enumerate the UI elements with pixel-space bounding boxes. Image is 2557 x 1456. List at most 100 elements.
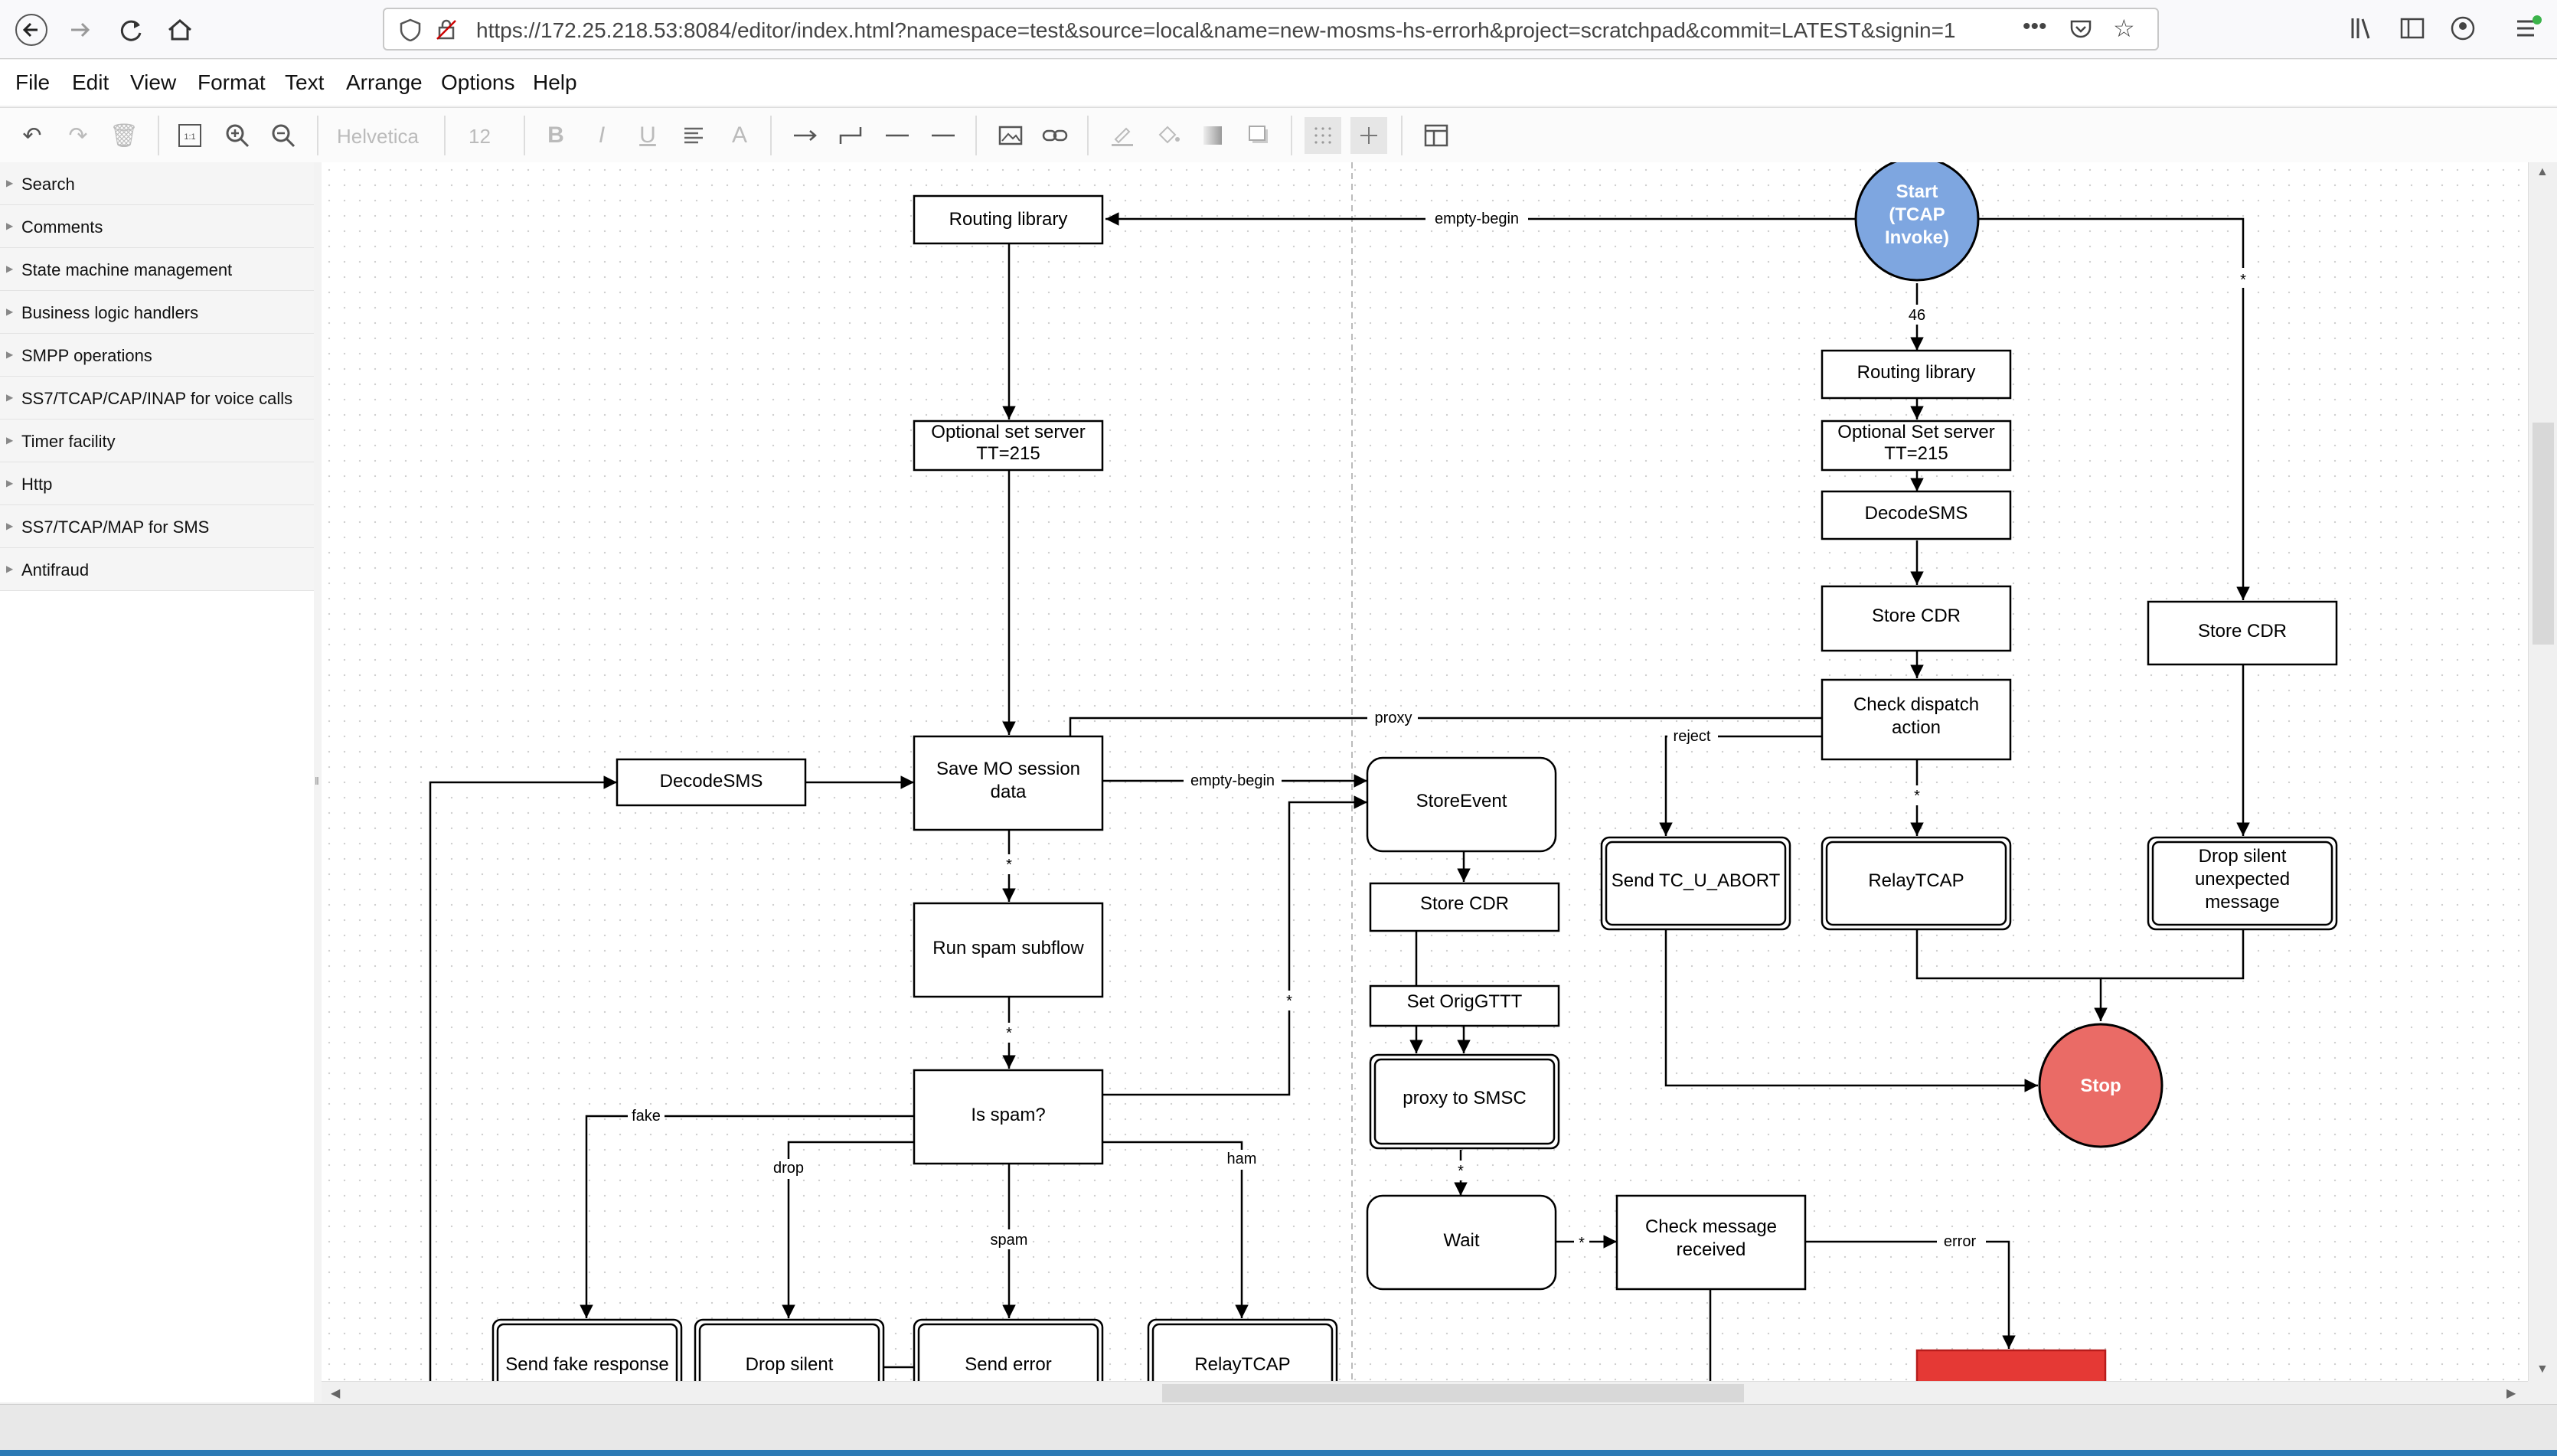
gradient-icon[interactable]: [1194, 117, 1231, 154]
sidebar-category-http[interactable]: ▶Http: [0, 462, 314, 505]
line-start-icon[interactable]: [879, 117, 916, 154]
hamburger-menu-icon[interactable]: [2514, 15, 2542, 45]
vertical-scroll-thumb[interactable]: [2533, 423, 2554, 645]
node-drop-silent[interactable]: Drop silent: [694, 1318, 885, 1381]
sidebar-category-comments[interactable]: ▶Comments: [0, 205, 314, 248]
bold-button[interactable]: B: [547, 122, 564, 148]
node-decodesms-left[interactable]: DecodeSMS: [616, 758, 807, 807]
node-stop[interactable]: Stop: [2038, 1023, 2163, 1148]
vertical-scrollbar[interactable]: ▲ ▼: [2528, 162, 2557, 1381]
node-routing-library[interactable]: Routing library: [913, 194, 1104, 245]
scroll-up-icon[interactable]: ▲: [2536, 165, 2549, 178]
font-family-select[interactable]: Helvetica: [337, 125, 419, 148]
sidebar-category-smpp[interactable]: ▶SMPP operations: [0, 334, 314, 377]
line-color-icon[interactable]: [1104, 117, 1141, 154]
node-store-event[interactable]: StoreEvent: [1366, 756, 1557, 853]
node-is-spam[interactable]: Is spam?: [913, 1069, 1104, 1165]
underline-button[interactable]: U: [639, 122, 656, 148]
menu-view[interactable]: View: [130, 70, 177, 94]
menu-help[interactable]: Help: [533, 70, 577, 94]
undo-icon[interactable]: ↶: [22, 122, 42, 149]
bookmark-star-icon[interactable]: ☆: [2113, 15, 2135, 42]
url-bar[interactable]: https://172.25.218.53:8084/editor/index.…: [383, 8, 2159, 51]
menu-text[interactable]: Text: [285, 70, 325, 94]
grid-toggle-icon[interactable]: [1305, 117, 1341, 154]
format-panel-toggle-icon[interactable]: [1418, 117, 1455, 154]
font-size-input[interactable]: 12: [469, 125, 491, 148]
insert-link-icon[interactable]: [1037, 117, 1073, 154]
sidebar-category-antifraud[interactable]: ▶Antifraud: [0, 548, 314, 591]
sidebar-category-timer[interactable]: ▶Timer facility: [0, 419, 314, 462]
back-icon[interactable]: [11, 9, 52, 51]
pocket-icon[interactable]: [2069, 17, 2093, 45]
node-set-orig-gttt[interactable]: Set OrigGTTT: [1369, 984, 1560, 1027]
scroll-right-icon[interactable]: ▶: [2506, 1387, 2516, 1400]
edge-is-spam-loop[interactable]: [1102, 795, 1367, 1096]
waypoints-icon[interactable]: [833, 117, 870, 154]
account-icon[interactable]: [2450, 15, 2476, 45]
node-send-tc-u-abort[interactable]: Send TC_U_ABORT: [1600, 836, 1791, 931]
delete-icon[interactable]: 🗑: [109, 122, 139, 149]
node-optional-set-server-right[interactable]: Optional Set server TT=215: [1821, 419, 2012, 472]
sidebar-category-state-machine[interactable]: ▶State machine management: [0, 248, 314, 291]
sidebar-resize-handle[interactable]: ‖: [314, 162, 322, 1402]
node-drop-silent-unexpected[interactable]: Drop silent unexpected message: [2147, 836, 2338, 931]
menu-arrange[interactable]: Arrange: [346, 70, 423, 94]
edge-abort-to-stop[interactable]: [1664, 929, 2038, 1092]
scroll-down-icon[interactable]: ▼: [2536, 1363, 2549, 1376]
menu-edit[interactable]: Edit: [72, 70, 109, 94]
sidebar-category-ss7-sms[interactable]: ▶SS7/TCAP/MAP for SMS: [0, 505, 314, 548]
guides-toggle-icon[interactable]: [1350, 117, 1387, 154]
node-wait[interactable]: Wait: [1366, 1194, 1557, 1291]
node-decodesms-right[interactable]: DecodeSMS: [1821, 490, 2012, 540]
node-check-dispatch-action[interactable]: Check dispatch action: [1821, 678, 2012, 761]
italic-button[interactable]: I: [598, 122, 606, 148]
shadow-icon[interactable]: [1240, 117, 1277, 154]
zoom-out-icon[interactable]: [265, 117, 302, 154]
insert-image-icon[interactable]: [992, 117, 1029, 154]
edge-feedback-to-decodesms[interactable]: [429, 775, 617, 1381]
node-proxy-to-smsc[interactable]: proxy to SMSC: [1369, 1053, 1560, 1150]
edge-relay-to-stop[interactable]: [1915, 929, 2108, 1021]
node-save-mo-session[interactable]: Save MO session data: [913, 735, 1104, 831]
menu-format[interactable]: Format: [198, 70, 266, 94]
menu-options[interactable]: Options: [441, 70, 515, 94]
menu-file[interactable]: File: [15, 70, 51, 94]
node-start[interactable]: Start (TCAP Invoke): [1854, 162, 1980, 282]
node-send-error[interactable]: Send error: [913, 1318, 1104, 1381]
page-actions-icon[interactable]: •••: [2023, 14, 2047, 39]
edge-check-dispatch-reject[interactable]: [1659, 735, 1822, 836]
horizontal-scrollbar[interactable]: ◀ ▶: [322, 1381, 2528, 1405]
node-store-cdr-center[interactable]: Store CDR: [1369, 882, 1560, 932]
library-icon[interactable]: [2349, 15, 2375, 45]
zoom-in-icon[interactable]: [219, 117, 256, 154]
connection-straight-icon[interactable]: [787, 117, 824, 154]
edge-check-message-error[interactable]: [1804, 1240, 2016, 1349]
line-end-icon[interactable]: [925, 117, 962, 154]
node-routing-library-right[interactable]: Routing library: [1821, 349, 2012, 400]
sidebar-toggle-icon[interactable]: [2399, 15, 2425, 45]
edge-drop-unexpected-to-stop[interactable]: [2101, 929, 2245, 980]
sidebar-category-business-logic[interactable]: ▶Business logic handlers: [0, 291, 314, 334]
node-send-fake-response[interactable]: Send fake response: [491, 1318, 683, 1381]
sidebar-category-search[interactable]: ▶Search: [0, 162, 314, 205]
edge-is-spam-drop[interactable]: [782, 1141, 914, 1318]
horizontal-scroll-thumb[interactable]: [1162, 1384, 1744, 1402]
node-optional-set-server[interactable]: Optional set server TT=215: [913, 419, 1104, 472]
scroll-left-icon[interactable]: ◀: [331, 1387, 341, 1400]
node-check-message-received[interactable]: Check message received: [1615, 1194, 1807, 1291]
edge-check-dispatch-proxy[interactable]: [1069, 717, 1822, 736]
node-error-handler[interactable]: [1915, 1349, 2107, 1381]
reload-icon[interactable]: [110, 9, 152, 51]
node-run-spam-subflow[interactable]: Run spam subflow: [913, 902, 1104, 998]
edge-start-to-store-cdr-far[interactable]: [1978, 217, 2250, 600]
sidebar-category-ss7-voice[interactable]: ▶SS7/TCAP/CAP/INAP for voice calls: [0, 377, 314, 419]
redo-icon[interactable]: ↷: [68, 122, 88, 149]
edge-is-spam-fake[interactable]: [580, 1115, 914, 1318]
home-icon[interactable]: [159, 9, 201, 51]
node-relay-tcap-bottom[interactable]: RelayTCAP: [1147, 1318, 1338, 1381]
fill-color-icon[interactable]: [1150, 117, 1187, 154]
align-icon[interactable]: [675, 117, 712, 154]
actual-size-icon[interactable]: 1:1: [171, 117, 208, 154]
node-store-cdr[interactable]: Store CDR: [1821, 585, 2012, 652]
